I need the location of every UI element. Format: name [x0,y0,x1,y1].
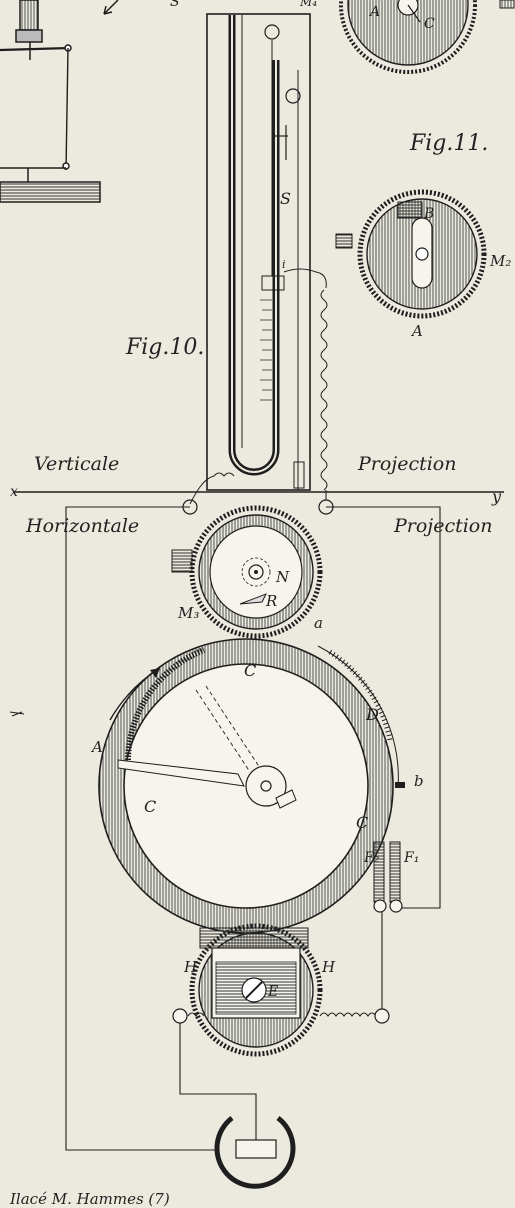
letter-m4: M₄ [299,0,317,9]
horizontale-label: Horizontale [25,515,139,537]
gear-m4-fragment [339,0,515,74]
letter-b-fig11: B [423,206,434,222]
letter-a-fig11: A [410,322,423,340]
labels: Fig.10. Fig.11. x y Verticale Projection… [9,0,511,1208]
letter-e: E [267,984,278,1000]
letter-m3: M₃ [177,604,199,622]
left-fragment [0,0,119,717]
verticale-label: Verticale [34,453,119,475]
letter-s-top: S [170,0,180,10]
letter-i: i [282,258,286,271]
gear-h [172,923,390,1057]
fig10-label: Fig.10. [125,335,204,360]
axis-y-label: y [491,487,502,506]
letter-d: D [365,705,379,724]
letter-c-top: C [424,16,435,32]
gear-m2 [335,189,487,319]
letter-f2: F₂ [363,850,380,866]
letter-c-ring-top: C [244,661,256,680]
letter-f1: F₁ [403,850,419,866]
letter-a-ring: A [90,738,103,756]
fig11-label: Fig.11. [409,131,488,156]
letter-h-left: H [183,958,198,976]
letter-a-lower: a [314,614,323,632]
axis-x-label: x [10,484,18,500]
wiring [65,506,441,1151]
letter-a-top: A [368,4,380,20]
ring-c [98,638,405,934]
letter-c-ring-right: C [356,813,368,832]
letter-h-right: H [321,958,336,976]
horseshoe-magnet [214,1116,296,1189]
gear-m3 [171,505,323,639]
letter-b-ring: b [414,772,424,790]
projection-lower-label: Projection [393,515,492,537]
letter-r: R [265,592,277,610]
letter-s: S [280,189,291,208]
letter-n: N [275,568,290,586]
projection-upper-label: Projection [357,453,456,475]
letter-m2: M₂ [489,252,511,270]
fig10-apparatus [182,13,334,515]
footer-credit: Ilacé M. Hammes (7) [9,1190,170,1208]
letter-c-ring-left: C [144,797,156,816]
